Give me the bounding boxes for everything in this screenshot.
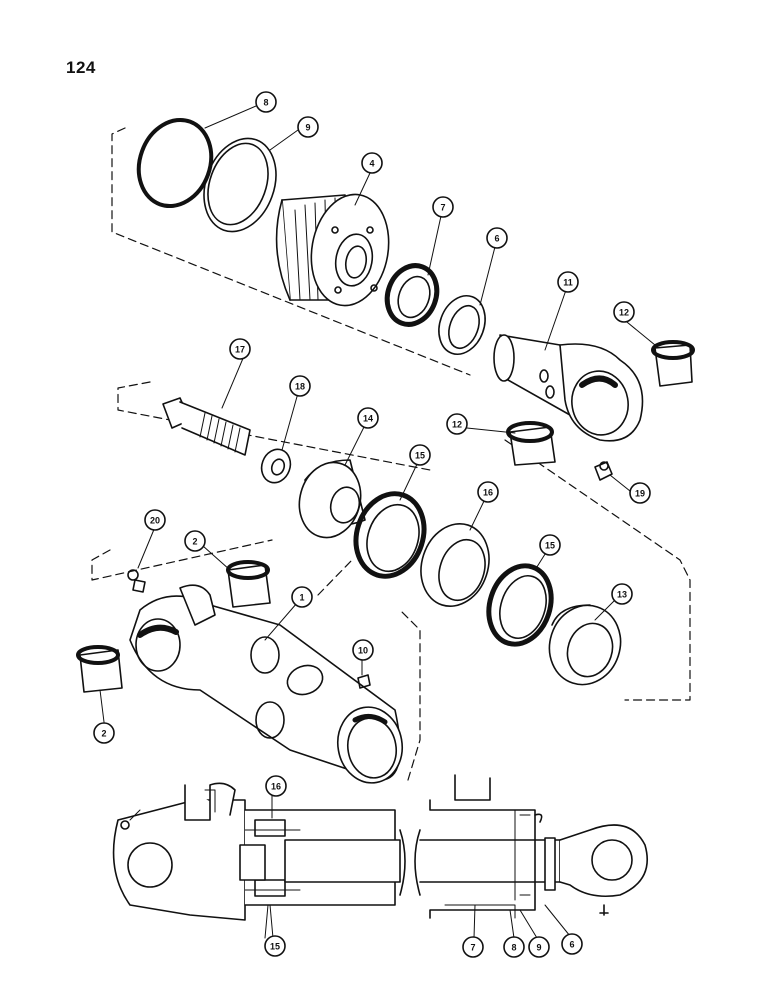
assembly-line-upper xyxy=(111,127,471,376)
part-13-spacer xyxy=(548,604,622,686)
callout-6-top: 6 xyxy=(486,227,508,249)
callout-17: 17 xyxy=(229,338,251,360)
svg-text:15: 15 xyxy=(545,541,555,551)
callout-leaders xyxy=(99,105,656,939)
part-16-wear-ring-middle xyxy=(420,522,490,608)
callout-20: 20 xyxy=(144,509,166,531)
callout-12-right: 12 xyxy=(613,301,635,323)
svg-text:8: 8 xyxy=(263,98,268,108)
callout-13: 13 xyxy=(611,583,633,605)
callout-1: 1 xyxy=(291,586,313,608)
svg-text:14: 14 xyxy=(363,414,373,424)
part-18-washer xyxy=(260,448,292,484)
part-12-bushing-middle xyxy=(506,421,556,466)
part-19-grease-fitting xyxy=(594,461,613,481)
svg-text:15: 15 xyxy=(270,942,280,952)
part-2-bushing-lower xyxy=(76,645,123,693)
part-14-piston xyxy=(298,459,366,539)
assembly-line-middle xyxy=(117,381,431,471)
callout-7-section: 7 xyxy=(462,936,484,958)
callout-12-middle: 12 xyxy=(446,413,468,435)
callout-2-lower: 2 xyxy=(93,722,115,744)
part-20-grease-fitting xyxy=(127,569,146,593)
callout-6-section: 6 xyxy=(561,933,583,955)
svg-text:20: 20 xyxy=(150,516,160,526)
svg-text:7: 7 xyxy=(440,203,445,213)
callout-9-section: 9 xyxy=(528,936,550,958)
part-6-rod-seal xyxy=(438,295,486,355)
part-1-cylinder-tube xyxy=(129,584,403,784)
svg-text:6: 6 xyxy=(569,940,574,950)
svg-text:10: 10 xyxy=(358,646,368,656)
svg-text:18: 18 xyxy=(295,382,305,392)
callout-15-section: 15 xyxy=(264,935,286,957)
svg-text:19: 19 xyxy=(635,489,645,499)
svg-text:16: 16 xyxy=(271,782,281,792)
svg-text:17: 17 xyxy=(235,345,245,355)
cylinder-section-view xyxy=(112,774,649,921)
callout-14: 14 xyxy=(357,407,379,429)
svg-text:12: 12 xyxy=(452,420,462,430)
callout-18: 18 xyxy=(289,375,311,397)
callout-10: 10 xyxy=(352,639,374,661)
part-17-bolt xyxy=(162,397,251,456)
part-4-gland xyxy=(275,193,390,307)
part-7-wiper-seal xyxy=(384,263,440,327)
svg-text:4: 4 xyxy=(369,159,374,169)
svg-text:11: 11 xyxy=(563,278,573,288)
svg-text:1: 1 xyxy=(299,593,304,603)
svg-text:2: 2 xyxy=(192,537,197,547)
part-12-bushing-right xyxy=(651,340,695,387)
callout-8-top: 8 xyxy=(255,91,277,113)
part-10-plug xyxy=(357,674,371,689)
page-number: 124 xyxy=(66,58,96,77)
svg-text:2: 2 xyxy=(101,729,106,739)
part-11-piston-rod xyxy=(493,334,644,442)
svg-text:8: 8 xyxy=(511,943,516,953)
svg-text:13: 13 xyxy=(617,590,627,600)
svg-text:12: 12 xyxy=(619,308,629,318)
svg-text:16: 16 xyxy=(483,488,493,498)
part-9-backup-ring xyxy=(203,137,277,233)
callout-4: 4 xyxy=(361,152,383,174)
callout-2-upper: 2 xyxy=(184,530,206,552)
callout-16-middle: 16 xyxy=(477,481,499,503)
svg-text:6: 6 xyxy=(494,234,499,244)
callout-7-top: 7 xyxy=(432,196,454,218)
callout-8-section: 8 xyxy=(503,936,525,958)
part-2-bushing-upper xyxy=(226,560,271,608)
callout-15-right: 15 xyxy=(539,534,561,556)
assembly-line-right xyxy=(504,439,691,701)
part-15-piston-seal-middle xyxy=(353,491,427,579)
assembly-line-lower xyxy=(91,539,421,781)
callout-16-section: 16 xyxy=(265,775,287,797)
part-15-piston-seal-right xyxy=(486,563,554,647)
svg-text:9: 9 xyxy=(536,943,541,953)
callout-19: 19 xyxy=(629,482,651,504)
svg-text:15: 15 xyxy=(415,451,425,461)
svg-text:7: 7 xyxy=(470,943,475,953)
callout-15-middle: 15 xyxy=(409,444,431,466)
svg-text:9: 9 xyxy=(305,123,310,133)
callout-11: 11 xyxy=(557,271,579,293)
callout-9-top: 9 xyxy=(297,116,319,138)
